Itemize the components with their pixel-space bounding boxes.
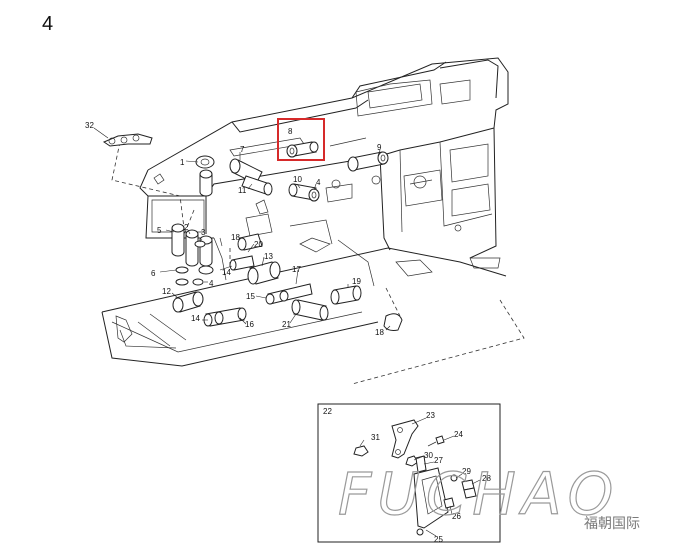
highlight-box-part-8 <box>277 118 325 161</box>
callout-6: 6 <box>151 269 156 278</box>
part-32-drawing <box>102 133 153 147</box>
callout-14b: 14 <box>191 314 200 323</box>
callout-1: 1 <box>180 158 185 167</box>
callout-7: 7 <box>240 145 245 154</box>
callout-22: 22 <box>323 407 332 416</box>
callout-4: 4 <box>316 178 321 187</box>
callout-2: 2 <box>184 223 189 232</box>
callout-19: 19 <box>352 277 361 286</box>
callout-labels-inset: 22 23 31 24 30 27 29 28 26 25 <box>323 407 491 544</box>
page-number: 4 <box>42 13 53 35</box>
watermark-latin: FUCHAO <box>338 460 619 528</box>
callout-18-lower: 18 <box>375 328 384 337</box>
callout-18-upper: 18 <box>231 233 240 242</box>
callout-24: 24 <box>454 430 463 439</box>
watermark-chinese: 福朝国际 <box>584 516 640 532</box>
callout-21: 21 <box>282 320 291 329</box>
callout-17: 17 <box>292 265 301 274</box>
callout-labels-main: 32 1 7 8 9 10 4 11 5 2 3 18 20 6 4 13 14… <box>85 121 384 337</box>
callout-14: 14 <box>222 268 231 277</box>
inset-detail-box <box>317 403 501 543</box>
callout-30: 30 <box>424 451 433 460</box>
callout-10: 10 <box>293 175 302 184</box>
callout-26: 26 <box>452 512 461 521</box>
callout-29: 29 <box>462 467 471 476</box>
callout-4-lower: 4 <box>209 279 214 288</box>
callout-8: 8 <box>288 127 293 136</box>
callout-25: 25 <box>434 535 443 544</box>
callout-16: 16 <box>245 320 254 329</box>
machine-body-drawing <box>101 57 509 367</box>
callout-32: 32 <box>85 121 94 130</box>
callout-12: 12 <box>162 287 171 296</box>
callout-28: 28 <box>482 474 491 483</box>
callout-leader-lines <box>93 127 391 331</box>
callout-15: 15 <box>246 292 255 301</box>
callout-23: 23 <box>426 411 435 420</box>
callout-9: 9 <box>377 143 382 152</box>
callout-27: 27 <box>434 456 443 465</box>
callout-20: 20 <box>254 240 263 249</box>
bushing-parts <box>171 141 403 331</box>
callout-13: 13 <box>264 252 273 261</box>
callout-31: 31 <box>371 433 380 442</box>
callout-11: 11 <box>238 186 247 195</box>
watermark: FUCHAO 福朝国际 <box>337 459 640 532</box>
callout-3: 3 <box>201 228 206 237</box>
callout-5: 5 <box>157 226 162 235</box>
